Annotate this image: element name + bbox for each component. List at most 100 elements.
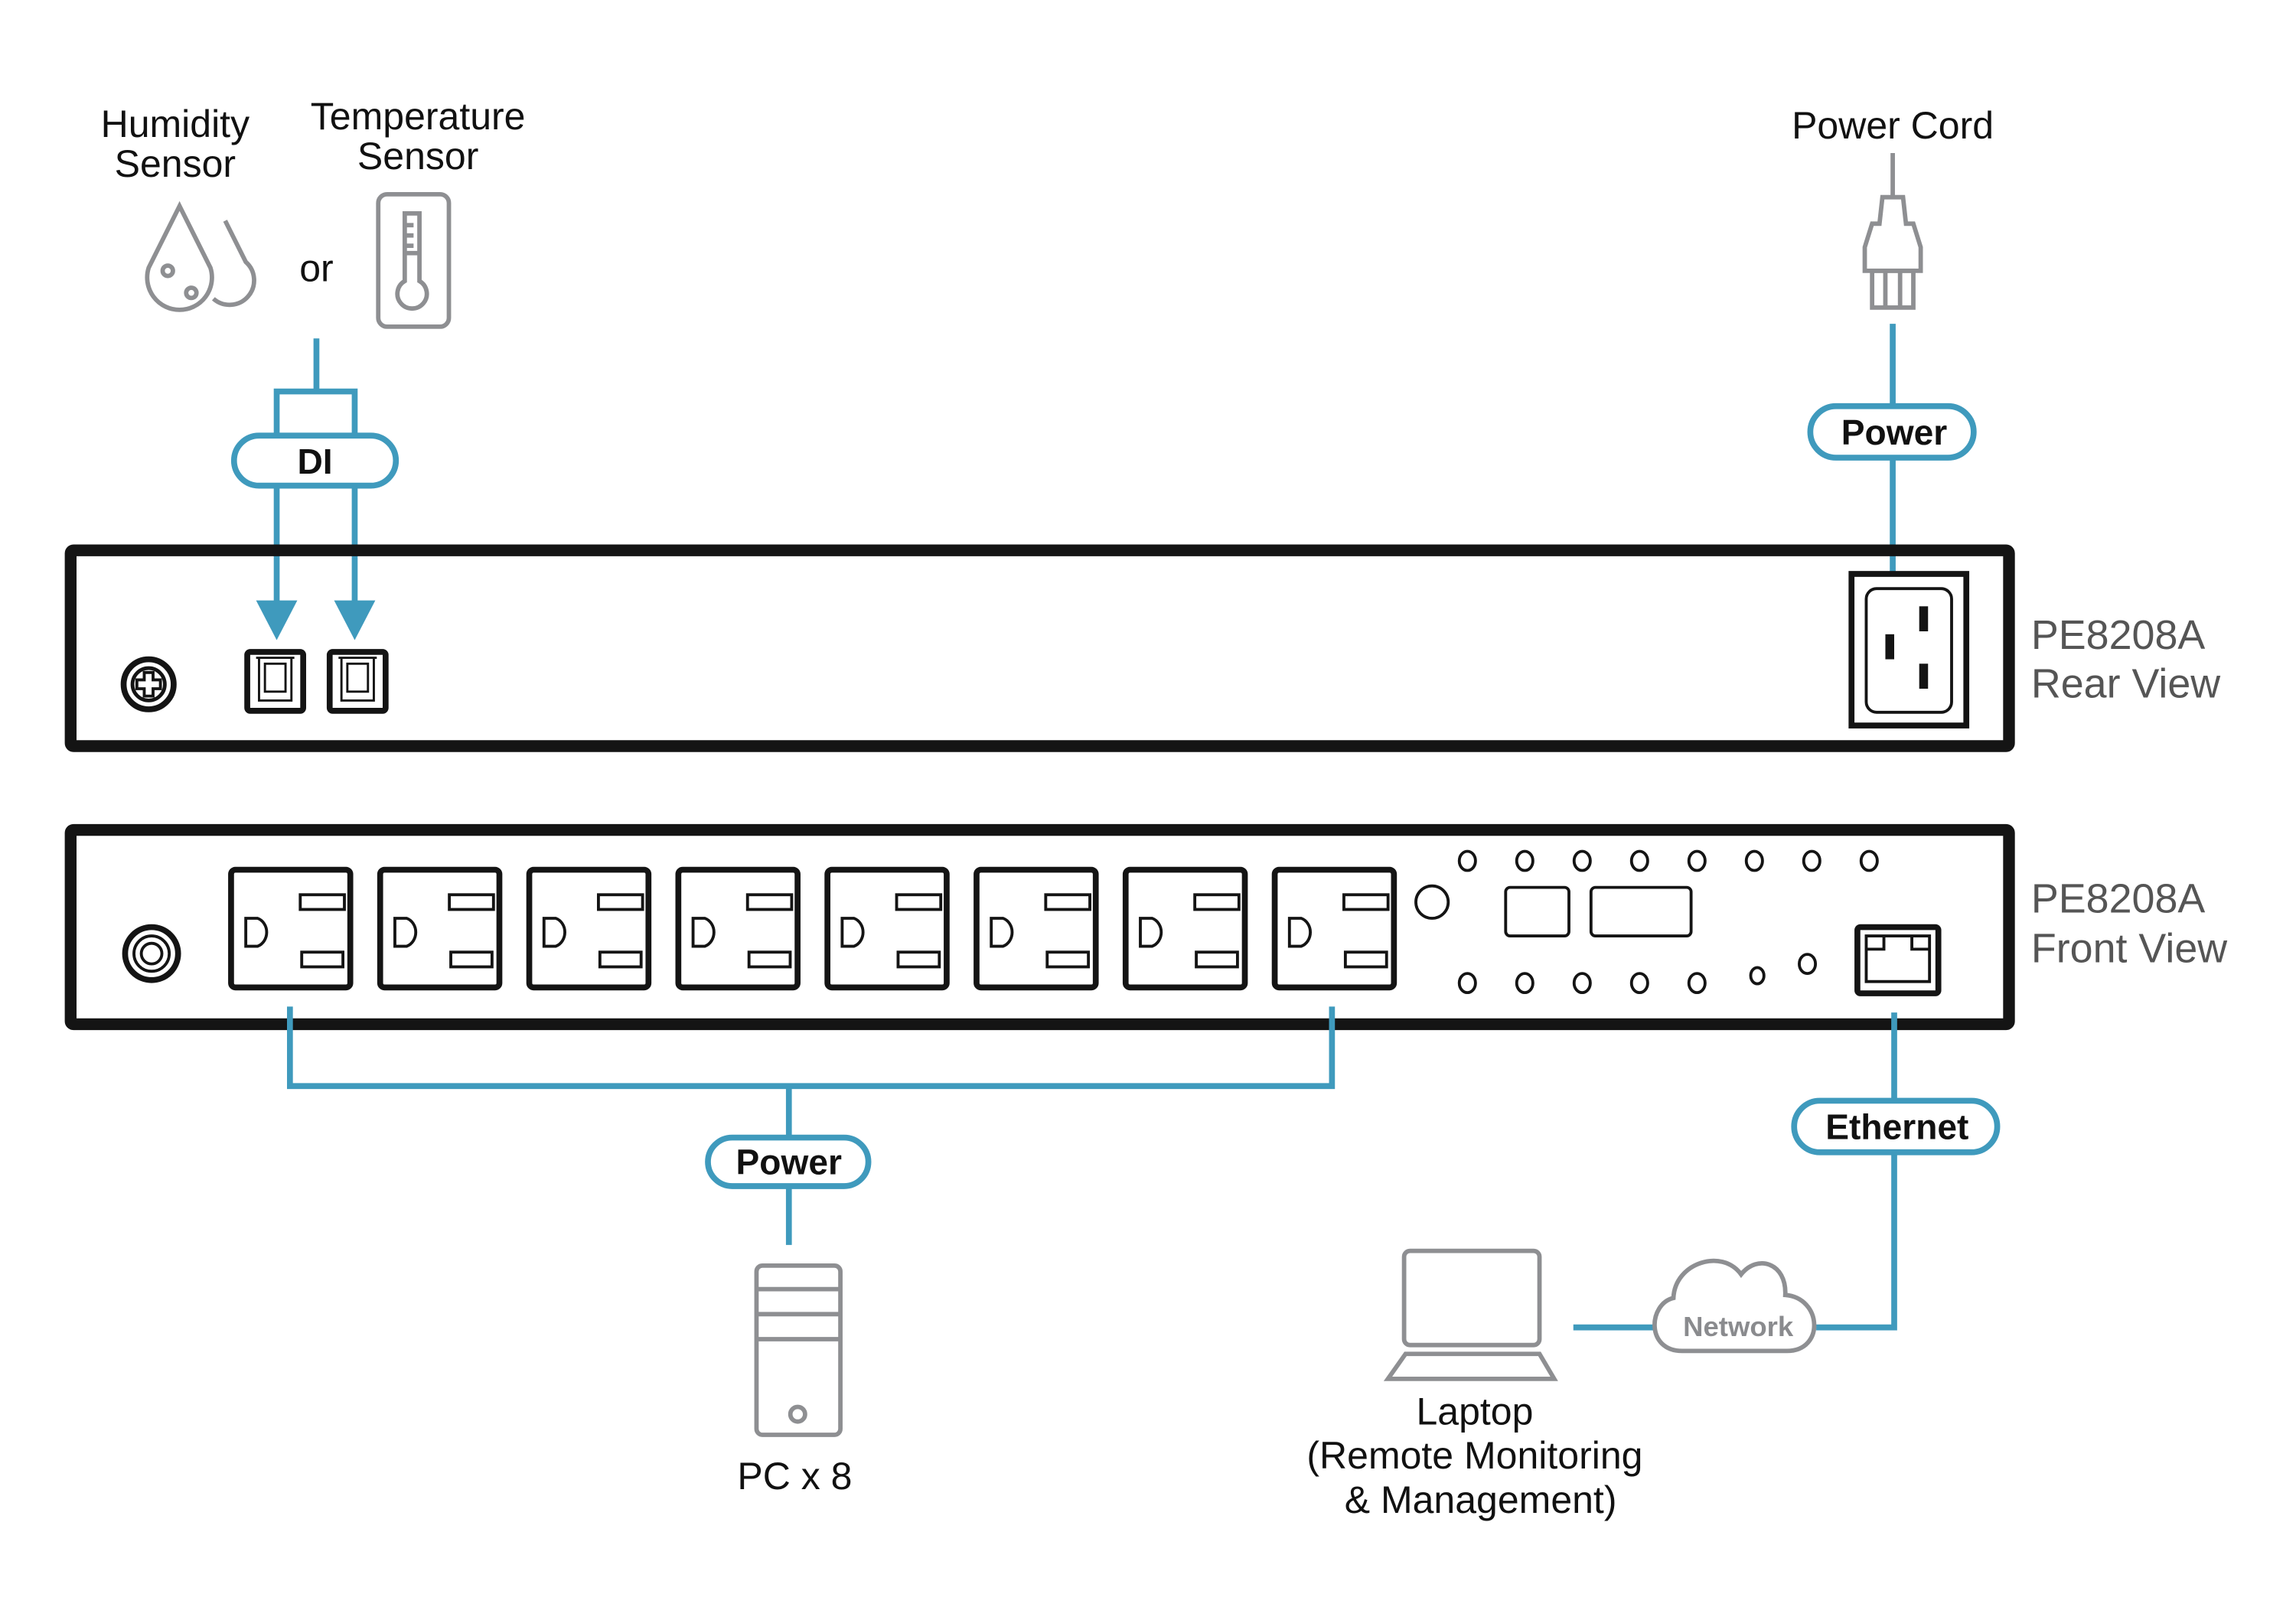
outlet-1[interactable] — [231, 870, 351, 988]
laptop-icon — [1388, 1251, 1554, 1379]
ground-slot — [842, 918, 863, 947]
rear-view-label: Rear View — [2031, 661, 2220, 707]
humidity-label-line1: Humidity — [101, 103, 249, 145]
thermometer-icon — [378, 194, 448, 327]
rear-model-label: PE8208A — [2031, 612, 2206, 658]
status-led — [1799, 954, 1815, 973]
front-model-label: PE8208A — [2031, 875, 2206, 921]
slot-top — [897, 895, 941, 909]
outlet-3[interactable] — [530, 870, 649, 988]
humidity-label-line2: Sensor — [115, 142, 236, 185]
status-led — [1459, 852, 1476, 871]
di-label: DI — [297, 442, 332, 481]
outlet-8[interactable] — [1275, 870, 1394, 988]
cloud-icon: Network — [1655, 1261, 1815, 1351]
power-plug-icon — [1865, 153, 1921, 308]
front-view-device — [70, 830, 2009, 1025]
status-led — [1574, 973, 1590, 993]
ethernet-label: Ethernet — [1825, 1107, 1968, 1146]
display-right — [1591, 888, 1691, 936]
nema-outlet-icon — [231, 870, 351, 988]
ground-slot — [246, 918, 266, 947]
slot-top — [1344, 895, 1388, 909]
slot-bottom — [600, 952, 641, 966]
temperature-sensor: Temperature Sensor — [311, 95, 526, 327]
status-led — [1861, 852, 1877, 871]
ground-slot — [1290, 918, 1310, 947]
rear-chassis — [70, 550, 2009, 746]
temperature-label-line2: Sensor — [357, 135, 478, 178]
breaker-icon — [125, 927, 178, 980]
network-label: Network — [1683, 1311, 1794, 1342]
slot-top — [1045, 895, 1090, 909]
power-cord-label: Power Cord — [1792, 104, 1994, 147]
nema-outlet-icon — [977, 870, 1096, 988]
display-left — [1505, 888, 1569, 936]
outlet-7[interactable] — [1126, 870, 1245, 988]
laptop-label-line3: & Management) — [1345, 1478, 1617, 1521]
rj11-port-icon — [330, 652, 386, 711]
ethernet-connection: Ethernet Network — [1574, 1012, 1998, 1351]
slot-bottom — [451, 952, 492, 966]
pc-label: PC x 8 — [737, 1455, 852, 1498]
power-inlet[interactable] — [1851, 574, 1966, 725]
ground-slot — [991, 918, 1012, 947]
status-led — [1459, 973, 1476, 993]
ground-slot — [693, 918, 714, 947]
humidity-sensor: Humidity Sensor — [101, 103, 254, 310]
rear-view-device — [70, 550, 2009, 746]
or-separator: or — [299, 246, 333, 289]
ethernet-wire-lower — [1816, 1152, 1894, 1328]
ground-slot — [544, 918, 565, 947]
slot-top — [598, 895, 643, 909]
status-led — [1751, 967, 1764, 983]
led-row-bottom — [1459, 954, 1815, 993]
power-cord: Power Cord Power — [1792, 104, 1994, 574]
front-chassis — [70, 830, 2009, 1025]
front-view-label: Front View — [2031, 926, 2227, 972]
slot-bottom — [1196, 952, 1238, 966]
c20-inlet-icon — [1851, 574, 1966, 725]
slot-top — [748, 895, 792, 909]
di-connection: DI — [234, 338, 396, 640]
function-button[interactable] — [1416, 886, 1448, 918]
rj11-port-icon — [247, 652, 303, 711]
nema-outlet-icon — [1126, 870, 1245, 988]
rear-power-label: Power — [1841, 412, 1948, 452]
pc-endpoint: PC x 8 — [737, 1266, 852, 1498]
outlet-4[interactable] — [678, 870, 797, 988]
led-row-top — [1459, 852, 1877, 871]
status-led — [1517, 973, 1533, 993]
sensor-port-2[interactable] — [330, 652, 386, 711]
laptop-label-line2: (Remote Monitoring — [1306, 1434, 1642, 1477]
slot-bottom — [1345, 952, 1387, 966]
slot-top — [1195, 895, 1239, 909]
status-led — [1689, 973, 1705, 993]
status-led — [1804, 852, 1820, 871]
slot-bottom — [898, 952, 939, 966]
water-drops-icon — [147, 206, 254, 310]
ground-screw-icon — [124, 660, 174, 709]
ground-slot — [395, 918, 416, 947]
nema-outlet-icon — [1275, 870, 1394, 988]
sensor-port-1[interactable] — [247, 652, 303, 711]
desktop-tower-icon — [756, 1266, 840, 1435]
outlet-2[interactable] — [380, 870, 500, 988]
arrow-down-icon — [256, 601, 298, 641]
outlet-6[interactable] — [977, 870, 1096, 988]
laptop-endpoint: Laptop (Remote Monitoring & Management) — [1306, 1251, 1642, 1521]
status-led — [1632, 973, 1648, 993]
status-led — [1746, 852, 1763, 871]
ground-slot — [1140, 918, 1161, 947]
outlet-power-label: Power — [736, 1143, 843, 1182]
nema-outlet-icon — [678, 870, 797, 988]
ethernet-port[interactable] — [1857, 927, 1939, 994]
outlet-group — [231, 870, 1394, 988]
slot-bottom — [749, 952, 791, 966]
temperature-label-line1: Temperature — [311, 95, 526, 138]
di-wire-upper — [277, 338, 355, 435]
outlet-5[interactable] — [827, 870, 947, 988]
nema-outlet-icon — [530, 870, 649, 988]
status-led — [1632, 852, 1648, 871]
